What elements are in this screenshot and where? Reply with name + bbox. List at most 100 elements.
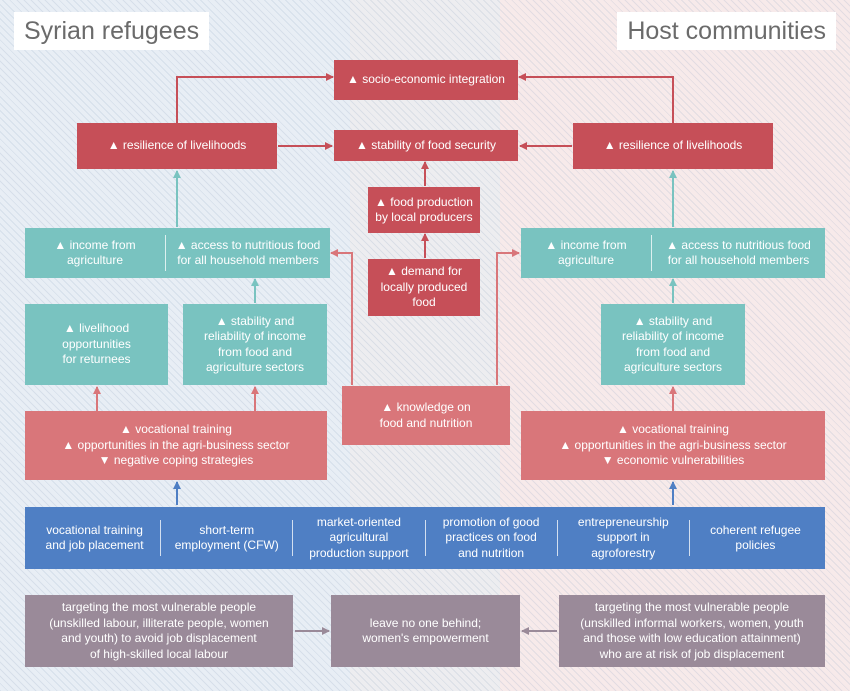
- left-stability-line-2: reliability of income: [203, 329, 307, 343]
- right-targeting-line-1: targeting the most vulnerable people: [594, 600, 790, 614]
- intervention-divider: [688, 520, 690, 556]
- intervention-6-line-2: policies: [735, 538, 776, 552]
- food-production-line-2: by local producers: [375, 210, 473, 224]
- interventions-bar: vocational training and job placement sh…: [25, 507, 825, 569]
- intervention-5-line-2: support in: [596, 530, 650, 545]
- left-resilience-label: ▲ resilience of livelihoods: [107, 138, 247, 153]
- left-stability-box: ▲ stability and reliability of income fr…: [183, 304, 327, 385]
- left-targeting-line-2: (unskilled labour, illiterate people, wo…: [49, 615, 269, 630]
- intervention-2: short-term employment (CFW): [161, 507, 292, 569]
- arrow-right-resilience-to-integration: [518, 73, 674, 123]
- right-panel-title: Host communities: [617, 12, 836, 50]
- right-training-box: ▲ vocational training ▲ opportunities in…: [521, 411, 825, 480]
- integration-box: ▲ socio-economic integration: [334, 60, 518, 100]
- right-training-line-3: ▼ economic vulnerabilities: [601, 453, 745, 468]
- demand-line-1: ▲ demand for: [386, 264, 462, 279]
- intervention-6-line-1: coherent refugee: [710, 522, 801, 537]
- intervention-1: vocational training and job placement: [29, 507, 160, 569]
- right-targeting-box: targeting the most vulnerable people (un…: [559, 595, 825, 667]
- intervention-3: market-oriented agricultural production …: [293, 507, 424, 569]
- demand-box: ▲ demand for locally produced food: [368, 259, 480, 316]
- intervention-1-line-1: vocational training: [46, 522, 143, 537]
- right-training-line-2: ▲ opportunities in the agri-business sec…: [559, 437, 787, 452]
- left-panel-title: Syrian refugees: [14, 12, 210, 50]
- left-nutritious-line-2: for all household members: [177, 253, 319, 267]
- food-security-box: ▲ stability of food security: [334, 130, 518, 161]
- right-nutritious-cell: ▲ access to nutritious food for all hous…: [652, 228, 825, 278]
- intervention-divider: [424, 520, 426, 556]
- left-income-line-1: ▲ income from: [54, 237, 136, 252]
- center-targeting-line-2: women's empowerment: [362, 631, 489, 645]
- left-stability-line-4: agriculture sectors: [205, 360, 305, 374]
- food-production-line-1: ▲ food production: [375, 194, 473, 209]
- right-income-line-1: ▲ income from: [545, 237, 627, 252]
- left-training-line-2: ▲ opportunities in the agri-business sec…: [62, 437, 290, 452]
- left-income-box: ▲ income from agriculture ▲ access to nu…: [25, 228, 330, 278]
- integration-label: ▲ socio-economic integration: [347, 72, 505, 87]
- left-training-box: ▲ vocational training ▲ opportunities in…: [25, 411, 327, 480]
- left-targeting-line-4: of high-skilled local labour: [89, 646, 229, 661]
- right-stability-line-1: ▲ stability and: [633, 313, 713, 328]
- intervention-6: coherent refugee policies: [690, 507, 821, 569]
- right-training-line-1: ▲ vocational training: [617, 422, 729, 437]
- left-returnees-line-2: opportunities: [62, 336, 131, 351]
- intervention-3-line-2: agricultural: [329, 530, 389, 545]
- demand-line-2: locally produced: [380, 279, 468, 294]
- right-income-line-2: agriculture: [557, 253, 614, 267]
- food-production-box: ▲ food production by local producers: [368, 187, 480, 233]
- left-nutritious-cell: ▲ access to nutritious food for all hous…: [166, 228, 330, 278]
- knowledge-line-1: ▲ knowledge on: [381, 400, 471, 414]
- right-stability-line-3: from food and: [635, 344, 711, 359]
- right-resilience-box: ▲ resilience of livelihoods: [573, 123, 773, 169]
- intervention-4-line-2: practices on food: [445, 530, 537, 545]
- left-targeting-line-3: and youth) to avoid job displacement: [61, 631, 257, 645]
- arrow-left-resilience-to-integration: [176, 73, 334, 123]
- right-stability-line-2: reliability of income: [621, 329, 725, 343]
- right-targeting-line-3: and those with low education attainment): [583, 631, 801, 645]
- arrow-knowledge-to-right-income: [496, 249, 520, 385]
- left-nutritious-line-1: ▲ access to nutritious food: [175, 237, 321, 252]
- left-targeting-line-1: targeting the most vulnerable people: [61, 600, 257, 614]
- intervention-4-line-1: promotion of good: [442, 514, 540, 529]
- arrow-knowledge-to-left-nutritious: [330, 249, 353, 385]
- left-income-divider: [165, 235, 166, 271]
- intervention-5-line-3: agroforestry: [591, 545, 656, 560]
- knowledge-line-2: food and nutrition: [379, 415, 473, 430]
- right-targeting-line-4: who are at risk of job displacement: [599, 646, 785, 661]
- intervention-5-line-1: entrepreneurship: [577, 514, 669, 529]
- intervention-divider: [292, 520, 294, 556]
- right-resilience-label: ▲ resilience of livelihoods: [603, 138, 743, 153]
- left-targeting-box: targeting the most vulnerable people (un…: [25, 595, 293, 667]
- right-targeting-line-2: (unskilled informal workers, women, yout…: [580, 615, 804, 630]
- left-income-line-2: agriculture: [66, 253, 123, 267]
- demand-line-3: food: [412, 295, 436, 310]
- intervention-4-line-3: and nutrition: [458, 545, 525, 560]
- intervention-5: entrepreneurship support in agroforestry: [558, 507, 689, 569]
- intervention-4: promotion of good practices on food and …: [426, 507, 557, 569]
- left-returnees-line-3: for returnees: [62, 352, 131, 367]
- intervention-3-line-1: market-oriented: [316, 514, 401, 529]
- intervention-3-line-3: production support: [309, 545, 409, 560]
- left-income-cell: ▲ income from agriculture: [25, 228, 165, 278]
- right-income-divider: [651, 235, 652, 271]
- left-stability-line-3: from food and: [217, 344, 293, 359]
- left-stability-line-1: ▲ stability and: [215, 313, 295, 328]
- left-training-line-3: ▼ negative coping strategies: [98, 453, 254, 468]
- right-income-cell: ▲ income from agriculture: [521, 228, 651, 278]
- right-stability-box: ▲ stability and reliability of income fr…: [601, 304, 745, 385]
- center-targeting-line-1: leave no one behind;: [369, 615, 482, 630]
- intervention-divider: [556, 520, 558, 556]
- right-stability-line-4: agriculture sectors: [623, 360, 723, 374]
- right-income-box: ▲ income from agriculture ▲ access to nu…: [521, 228, 825, 278]
- intervention-divider: [160, 520, 162, 556]
- knowledge-box: ▲ knowledge on food and nutrition: [342, 386, 510, 445]
- left-resilience-box: ▲ resilience of livelihoods: [77, 123, 277, 169]
- intervention-2-line-2: employment (CFW): [174, 538, 279, 552]
- right-nutritious-line-1: ▲ access to nutritious food: [666, 237, 811, 252]
- center-targeting-box: leave no one behind; women's empowerment: [331, 595, 520, 667]
- food-security-label: ▲ stability of food security: [356, 137, 496, 152]
- intervention-2-line-1: short-term: [199, 522, 255, 537]
- right-nutritious-line-2: for all household members: [667, 253, 810, 267]
